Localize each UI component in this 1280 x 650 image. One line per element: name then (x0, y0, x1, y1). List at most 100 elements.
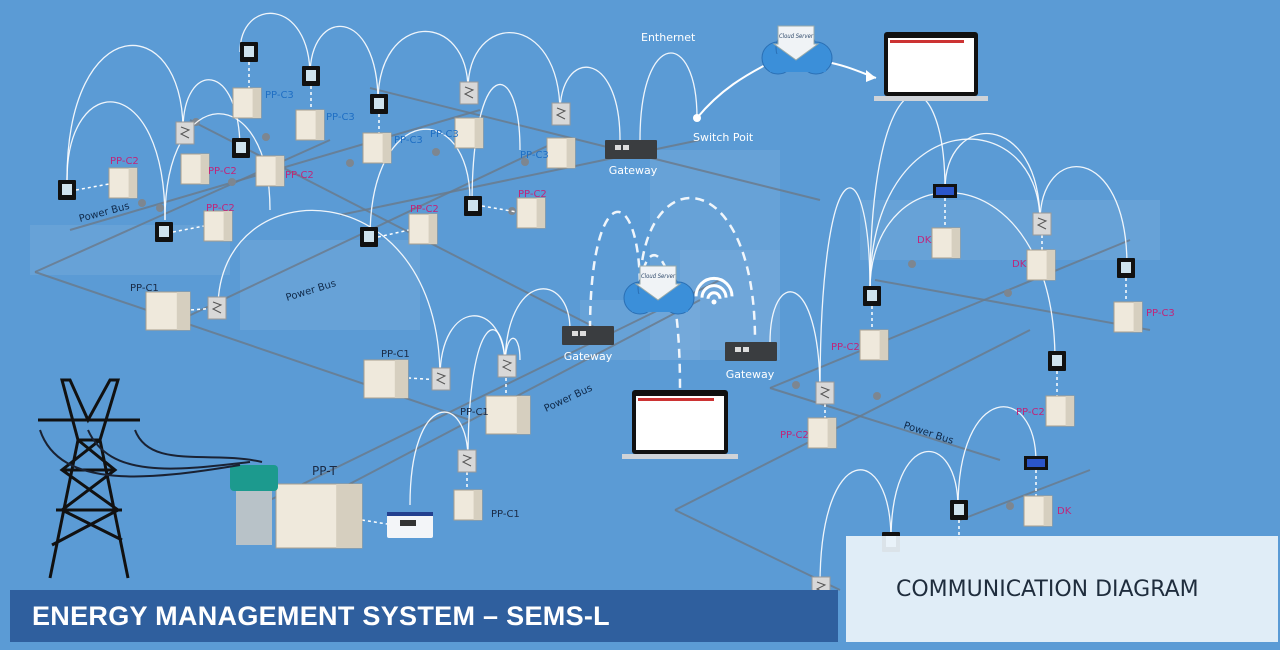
bus-junction (432, 148, 440, 156)
cabinet (255, 155, 285, 187)
cabinet (931, 227, 961, 259)
meter-screen (867, 290, 877, 301)
rs485-link (217, 209, 441, 379)
cabinet-label: PP-T (312, 464, 337, 478)
transformer-icon (230, 465, 278, 545)
power-bus-label: Power Bus (902, 420, 955, 446)
cabinet-label: PP-C1 (130, 283, 159, 294)
wireless-link (588, 210, 642, 331)
cabinet-label: DK (917, 235, 932, 246)
meter-screen (954, 504, 964, 515)
cabinet (275, 483, 363, 549)
power-meter-icon (950, 500, 968, 520)
cabinet-side (315, 110, 324, 140)
cabinet-side (474, 118, 483, 148)
rs485-link (769, 291, 821, 394)
cabinet-label: PP-C2 (285, 170, 314, 181)
power-bus-line (769, 387, 1001, 461)
rs485-link (239, 12, 311, 77)
cabinet-side (382, 133, 391, 163)
cabinet (362, 132, 392, 164)
switch-point-label: Switch Poit (693, 131, 754, 144)
rs485-link (639, 52, 698, 141)
power-bus-line (269, 279, 721, 501)
cabinet-side (336, 484, 362, 548)
cabinet-label: PP-C2 (110, 156, 139, 167)
rs485-link (819, 469, 892, 586)
cabinet-side (394, 360, 408, 398)
cabinet (859, 329, 889, 361)
cabinet (454, 117, 484, 149)
rs485-link (944, 132, 1041, 223)
bus-junction (228, 178, 236, 186)
io-module-icon (497, 354, 517, 378)
power-bus-line (874, 279, 1151, 331)
cabinet-label: DK (1057, 506, 1072, 517)
io-module-icon (459, 81, 479, 105)
device-link (377, 229, 410, 238)
cabinet (363, 359, 409, 399)
power-meter-icon (240, 42, 258, 62)
power-meter-icon (302, 66, 320, 86)
cabinet-label: PP-C2 (831, 342, 860, 353)
background-building (30, 225, 230, 275)
bus-junction (262, 133, 270, 141)
bus-junction (792, 381, 800, 389)
cabinet-label: PP-C3 (394, 135, 423, 146)
io-module-icon (457, 449, 477, 473)
cabinet-side (516, 396, 530, 434)
diagram-subtitle: COMMUNICATION DIAGRAM (846, 536, 1278, 642)
cabinet (295, 109, 325, 141)
power-bus-line (769, 239, 1131, 389)
cabinet (1045, 395, 1075, 427)
rs485-link (467, 31, 561, 114)
switch-point (693, 114, 701, 122)
gateway-icon (605, 140, 657, 159)
cabinet-label: PP-C1 (460, 407, 489, 418)
cabinet-label: PP-C2 (410, 204, 439, 215)
power-meter-icon (58, 180, 76, 200)
cabinet (1026, 249, 1056, 281)
io-module-icon (175, 121, 195, 145)
cabinet-label: PP-C2 (780, 430, 809, 441)
cloud-server-label: Cloud Server (779, 33, 813, 40)
cabinet (516, 197, 546, 229)
gateway-label: Gateway (726, 368, 775, 381)
device-link (172, 225, 205, 233)
device-link (189, 307, 219, 311)
power-bus-label: Power Bus (543, 383, 595, 415)
cabinet-label: PP-C2 (208, 166, 237, 177)
gateway-label: Gateway (609, 164, 658, 177)
background-building (680, 250, 780, 350)
io-module-icon (815, 381, 835, 405)
ethernet-label: Enthernet (641, 31, 696, 44)
cabinet (203, 210, 233, 242)
cabinet (108, 167, 138, 199)
power-meter-icon (863, 286, 881, 306)
meter-screen (244, 46, 254, 57)
cabinet-side (1043, 496, 1052, 526)
meter-screen (1121, 262, 1131, 273)
power-bus-line (369, 87, 821, 201)
subtitle-text: COMMUNICATION DIAGRAM (896, 576, 1199, 602)
rs485-link (439, 315, 506, 379)
cabinet-side (827, 418, 836, 448)
cabinet-side (536, 198, 545, 228)
rs485-link (377, 30, 469, 103)
cabinet-side (200, 154, 209, 184)
cabinet-side (1065, 396, 1074, 426)
meter-screen (468, 200, 478, 211)
cabinet-label: PP-C2 (1016, 407, 1045, 418)
gateway-label: Gateway (564, 350, 613, 363)
bus-junction (156, 204, 164, 212)
energy-meter-icon (387, 512, 433, 538)
meter-screen (159, 226, 169, 237)
io-module-icon (551, 102, 571, 126)
rs485-link (467, 329, 506, 461)
io-module-icon (431, 367, 451, 391)
cloud-server-label: Cloud Server (641, 273, 675, 280)
cabinet-label: PP-C1 (491, 509, 520, 520)
rs485-link (66, 44, 184, 181)
